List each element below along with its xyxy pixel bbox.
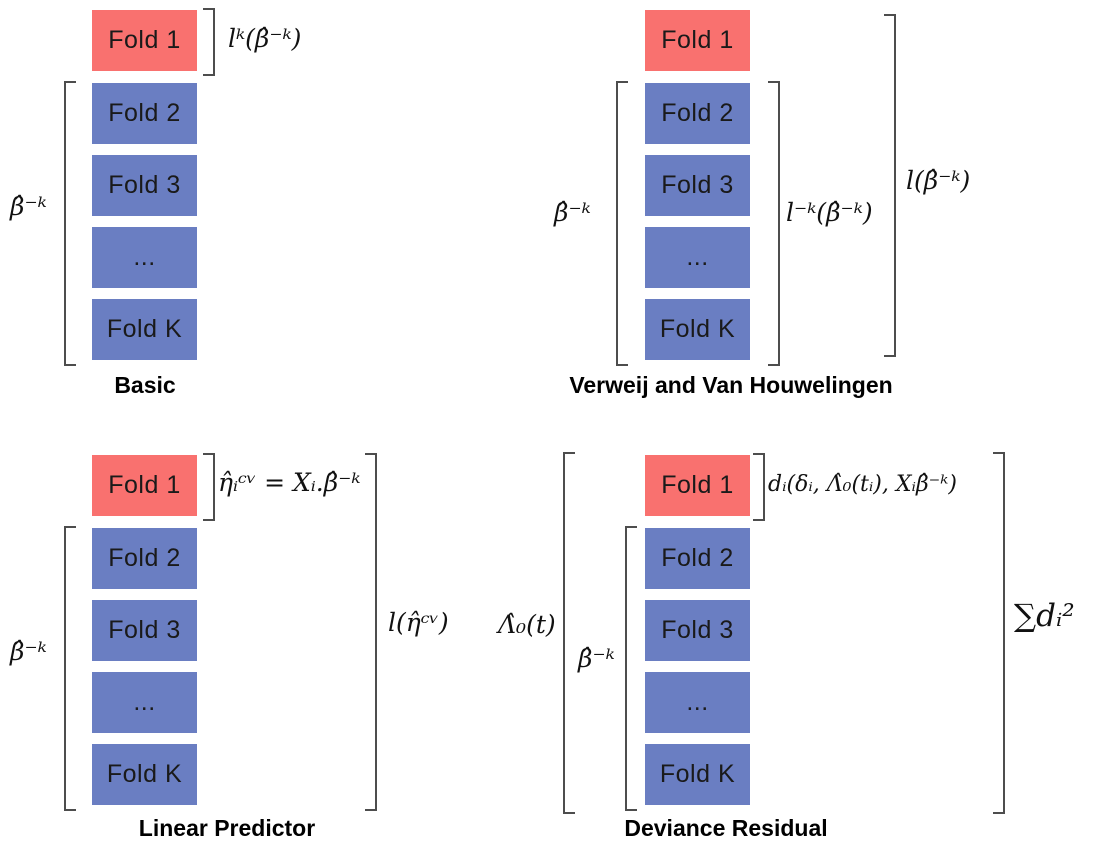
lp-train-bracket-left-icon xyxy=(64,526,76,811)
dr-fold-k: Fold K xyxy=(645,744,750,805)
lp-fold-k: Fold K xyxy=(92,744,197,805)
verweij-fold-3: Fold 3 xyxy=(645,155,750,216)
verweij-beta-label: β̂⁻ᵏ xyxy=(554,198,591,227)
lp-fold-3: Fold 3 xyxy=(92,600,197,661)
basic-fold1-loss-label: lᵏ(β̂⁻ᵏ) xyxy=(228,24,302,53)
basic-fold-2: Fold 2 xyxy=(92,83,197,144)
verweij-full-loss-label: l(β̂⁻ᵏ) xyxy=(906,166,971,195)
verweij-title: Verweij and Van Houwelingen xyxy=(569,372,893,398)
verweij-train-bracket-left-icon xyxy=(616,81,628,366)
dr-outer-bracket-left-icon xyxy=(563,452,575,814)
verweij-fold-ellipsis: ... xyxy=(645,227,750,288)
dr-fold-2: Fold 2 xyxy=(645,528,750,589)
lp-full-loss-label: l(η̂ᶜᵛ) xyxy=(388,608,449,637)
lp-fold-ellipsis: ... xyxy=(92,672,197,733)
lp-linear-predictor-label: η̂ᵢᶜᵛ = Xᵢ.β̂⁻ᵏ xyxy=(218,468,361,497)
verweij-fold-1: Fold 1 xyxy=(645,10,750,71)
basic-fold1-bracket-right-icon xyxy=(203,8,215,76)
verweij-train-loss-label: l⁻ᵏ(β̂⁻ᵏ) xyxy=(786,198,873,227)
dr-beta-label: β̂⁻ᵏ xyxy=(578,644,615,673)
lp-title: Linear Predictor xyxy=(138,815,316,841)
lp-beta-label: β̂⁻ᵏ xyxy=(10,637,47,666)
basic-fold-ellipsis: ... xyxy=(92,227,197,288)
dr-fold1-bracket-right-icon xyxy=(753,453,765,521)
verweij-train-bracket-right-icon xyxy=(768,81,780,366)
basic-train-bracket-left-icon xyxy=(64,81,76,366)
lp-fold1-bracket-right-icon xyxy=(203,453,215,521)
verweij-outer-bracket-right-icon xyxy=(884,14,896,357)
lp-fold-1: Fold 1 xyxy=(92,455,197,516)
dr-title: Deviance Residual xyxy=(624,815,828,841)
dr-sum-squared-label: ∑dᵢ² xyxy=(1014,598,1075,634)
dr-fold-3: Fold 3 xyxy=(645,600,750,661)
dr-fold-1: Fold 1 xyxy=(645,455,750,516)
dr-train-bracket-left-icon xyxy=(625,526,637,811)
verweij-fold-k: Fold K xyxy=(645,299,750,360)
verweij-fold-2: Fold 2 xyxy=(645,83,750,144)
basic-fold-1: Fold 1 xyxy=(92,10,197,71)
basic-beta-label: β̂⁻ᵏ xyxy=(10,192,47,221)
basic-title: Basic xyxy=(114,372,176,398)
lp-outer-bracket-right-icon xyxy=(365,453,377,811)
dr-residual-label: dᵢ(δᵢ, Λ̂₀(tᵢ), Xᵢβ̂⁻ᵏ) xyxy=(768,472,957,497)
basic-fold-k: Fold K xyxy=(92,299,197,360)
dr-fold-ellipsis: ... xyxy=(645,672,750,733)
basic-fold-3: Fold 3 xyxy=(92,155,197,216)
dr-baseline-hazard-label: Λ̂₀(t) xyxy=(498,610,556,639)
dr-outer-bracket-right-icon xyxy=(993,452,1005,814)
lp-fold-2: Fold 2 xyxy=(92,528,197,589)
